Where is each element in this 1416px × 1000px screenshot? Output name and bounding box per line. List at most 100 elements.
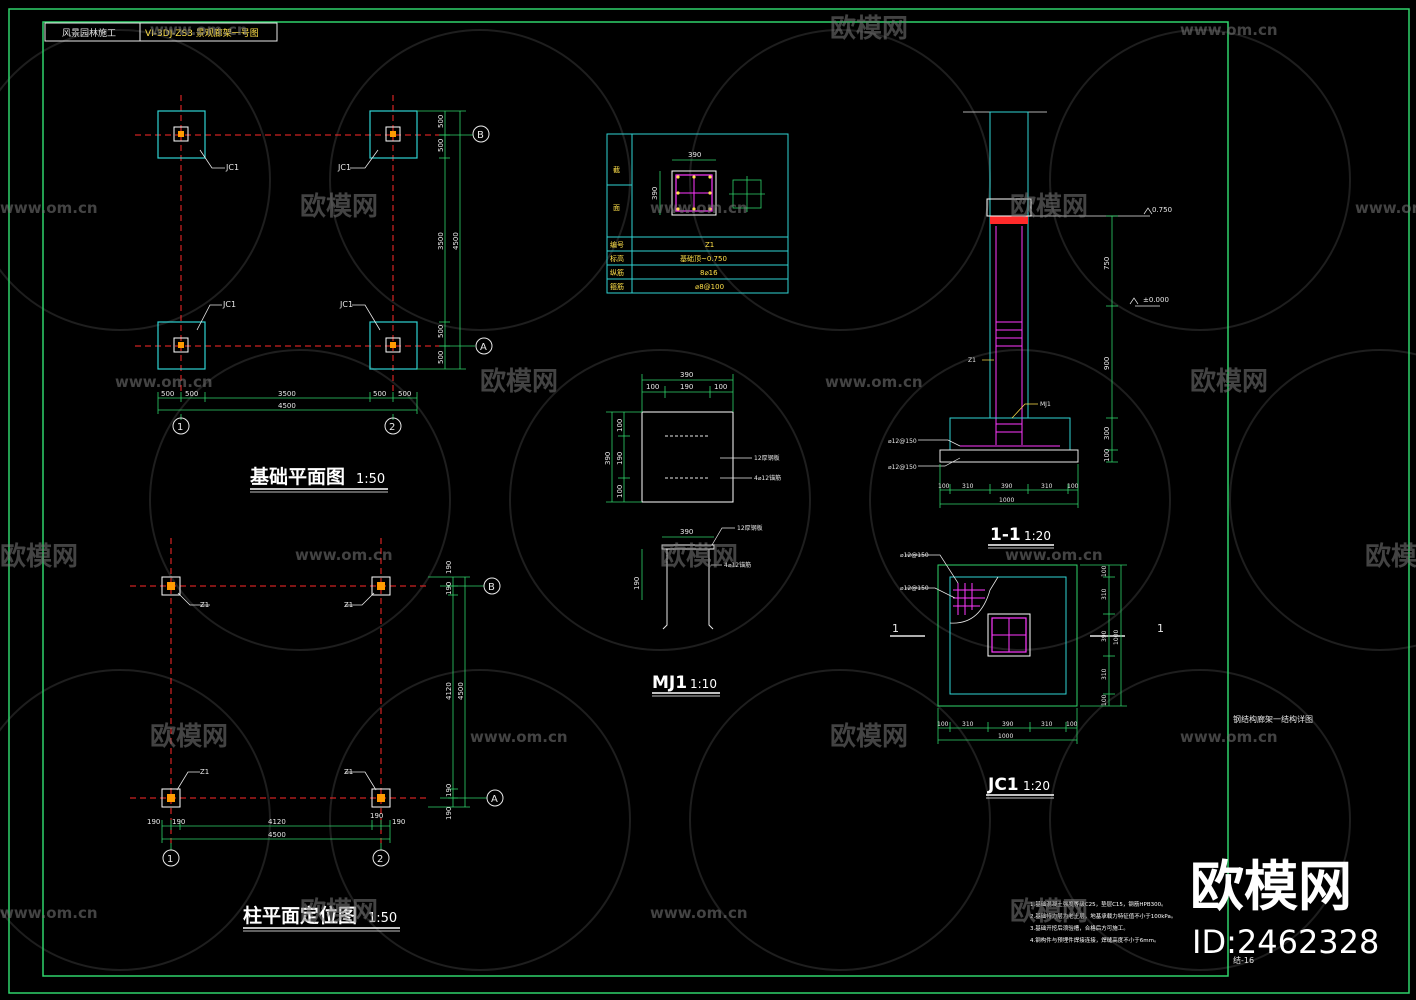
- p1-axis-2: 2: [389, 422, 395, 433]
- p2-dim-b3: 190: [370, 812, 383, 820]
- table-side-mark-2: 面: [613, 204, 620, 212]
- p1-dim-r2: 3500: [437, 232, 445, 250]
- sheet-number: 结-16: [1233, 955, 1254, 965]
- mj1-side-d0: 100: [616, 419, 624, 432]
- mj1-title: MJ1: [652, 673, 687, 693]
- p2-dim-r3: 190: [445, 784, 453, 797]
- section-bdim-3: 310: [1041, 483, 1053, 490]
- p1-dim-b2: 3500: [278, 390, 296, 398]
- wm-brand-4: 欧模网: [480, 366, 558, 397]
- mj1-bar-label: 4⌀12锚筋: [754, 474, 781, 482]
- p1-dim-total: 4500: [278, 402, 296, 410]
- mj1-side-d2: 100: [616, 485, 624, 498]
- jc1-tag-c: JC1: [222, 300, 236, 309]
- watermark-layer: 欧模网 www.om.cn www.om.cn 欧模网 欧模网 www.om.c…: [0, 13, 1416, 927]
- wm-brand-7: 欧模网: [660, 541, 738, 572]
- wm-site-4: www.om.cn: [650, 199, 748, 217]
- watermark-arcs: [0, 29, 1416, 971]
- mj1-top-d0: 100: [646, 383, 659, 391]
- p2-dim-b1: 190: [172, 818, 185, 826]
- wm-site-10: www.om.cn: [470, 728, 568, 746]
- table-row2-value: 8⌀16: [700, 269, 718, 277]
- p2-axis-1: 1: [167, 854, 173, 865]
- jc1-bar-1: ⌀12@150: [900, 552, 929, 559]
- plan1-title: 基础平面图: [249, 465, 345, 488]
- section-1-1: MJ1 Z1 0.750 ±0.000 750 900 300 100 ⌀12@…: [888, 111, 1172, 549]
- p2-dim-r4: 190: [445, 807, 453, 820]
- jc1-rdim-3: 310: [1101, 668, 1108, 680]
- p2-dim-total: 4500: [268, 831, 286, 839]
- elev-ground: ±0.000: [1143, 296, 1169, 304]
- mj1-side-d1: 190: [616, 452, 624, 465]
- plan2-title: 柱平面定位图: [243, 904, 357, 927]
- section-vdim-0: 750: [1103, 257, 1111, 270]
- table-row1-value: 基础顶~0.750: [680, 254, 727, 263]
- p1-dim-r0: 500: [437, 115, 445, 128]
- p1-axis-b: B: [477, 130, 484, 141]
- jc1-detail: ⌀12@150 ⌀12@150 1 1 100 310 390 310 100 …: [890, 552, 1164, 799]
- table-row3-label: 箍筋: [610, 282, 624, 291]
- note-2: 2.基础持力层为老土层，地基承载力特征值不小于100kPa。: [1030, 912, 1176, 920]
- jc1-bdim-3: 310: [1041, 721, 1053, 728]
- jc1-bdim-1: 310: [962, 721, 974, 728]
- section-bdim-4: 100: [1067, 483, 1079, 490]
- wm-site-3: www.om.cn: [0, 199, 98, 217]
- wm-brand-8: 欧模网: [1365, 541, 1416, 572]
- section-scale: 1:20: [1024, 529, 1051, 543]
- wm-site-2: www.om.cn: [1180, 21, 1278, 39]
- section-bdim-0: 100: [938, 483, 950, 490]
- section-btotal: 1000: [999, 497, 1014, 504]
- p2-dim-b2: 4120: [268, 818, 286, 826]
- p1-axis-a: A: [480, 342, 487, 353]
- plan1-scale: 1:50: [356, 472, 385, 487]
- p2-dim-r0: 190: [445, 561, 453, 574]
- jc1-cut-right: 1: [1157, 622, 1164, 635]
- table-row3-value: ⌀8@100: [695, 283, 724, 291]
- mj1-section-bar: 4⌀12锚筋: [724, 561, 751, 569]
- jc1-bar-2: ⌀12@150: [900, 585, 929, 592]
- wm-brand-2: 欧模网: [300, 191, 378, 222]
- wm-site-9: www.om.cn: [1005, 546, 1103, 564]
- p2-axis-a: A: [491, 794, 498, 805]
- mj1-section-side: 190: [633, 577, 641, 590]
- mj1-top-d1: 190: [680, 383, 693, 391]
- section-bdim-1: 310: [962, 483, 974, 490]
- p2-dim-r2: 4120: [445, 682, 453, 700]
- wm-site-12: www.om.cn: [0, 904, 98, 922]
- jc1-bdim-0: 100: [937, 721, 949, 728]
- jc1-btotal: 1000: [998, 733, 1013, 740]
- table-row1-label: 标高: [610, 254, 624, 263]
- p1-axis-1: 1: [177, 422, 183, 433]
- title-block-right: VI-3DJ-ZS3 景观廊架一号图: [145, 27, 259, 39]
- mj1-section-top: 390: [680, 528, 693, 536]
- title-block-left: 风景园林施工: [62, 27, 116, 39]
- section-mj-label: MJ1: [1040, 401, 1051, 408]
- wm-site-11: www.om.cn: [1180, 728, 1278, 746]
- jc1-tag-d: JC1: [339, 300, 353, 309]
- section-bdim-2: 390: [1001, 483, 1013, 490]
- p1-dim-b3: 500: [373, 390, 386, 398]
- wm-brand-large: 欧模网: [1190, 855, 1352, 918]
- z1-tag-a: Z1: [200, 601, 209, 609]
- wm-id: ID:2462328: [1192, 923, 1379, 961]
- wm-brand-10: 欧模网: [830, 721, 908, 752]
- elev-top: 0.750: [1152, 206, 1172, 214]
- p1-dim-rtotal: 4500: [452, 232, 460, 250]
- p2-dim-b4: 190: [392, 818, 405, 826]
- p2-dim-rtotal: 4500: [457, 682, 465, 700]
- mj1-embedded-plate: 390 100 190 100 100 190 100 390 12厚钢板 4⌀…: [604, 371, 781, 697]
- section-vdim-2: 300: [1103, 427, 1111, 440]
- mj1-plate-label: 12厚钢板: [754, 454, 780, 462]
- p1-dim-r3: 500: [437, 325, 445, 338]
- jc1-scale: 1:20: [1023, 779, 1050, 793]
- section-bar-1: ⌀12@150: [888, 438, 917, 445]
- table-side-mark-1: 截: [613, 165, 620, 174]
- jc1-rdim-0: 100: [1101, 565, 1108, 577]
- table-row0-value: Z1: [705, 241, 714, 249]
- jc1-bdim-2: 390: [1002, 721, 1014, 728]
- section-col-label: Z1: [968, 357, 976, 364]
- table-row2-label: 纵筋: [610, 268, 624, 277]
- plan2-scale: 1:50: [368, 911, 397, 926]
- jc1-rdim-1: 310: [1101, 588, 1108, 600]
